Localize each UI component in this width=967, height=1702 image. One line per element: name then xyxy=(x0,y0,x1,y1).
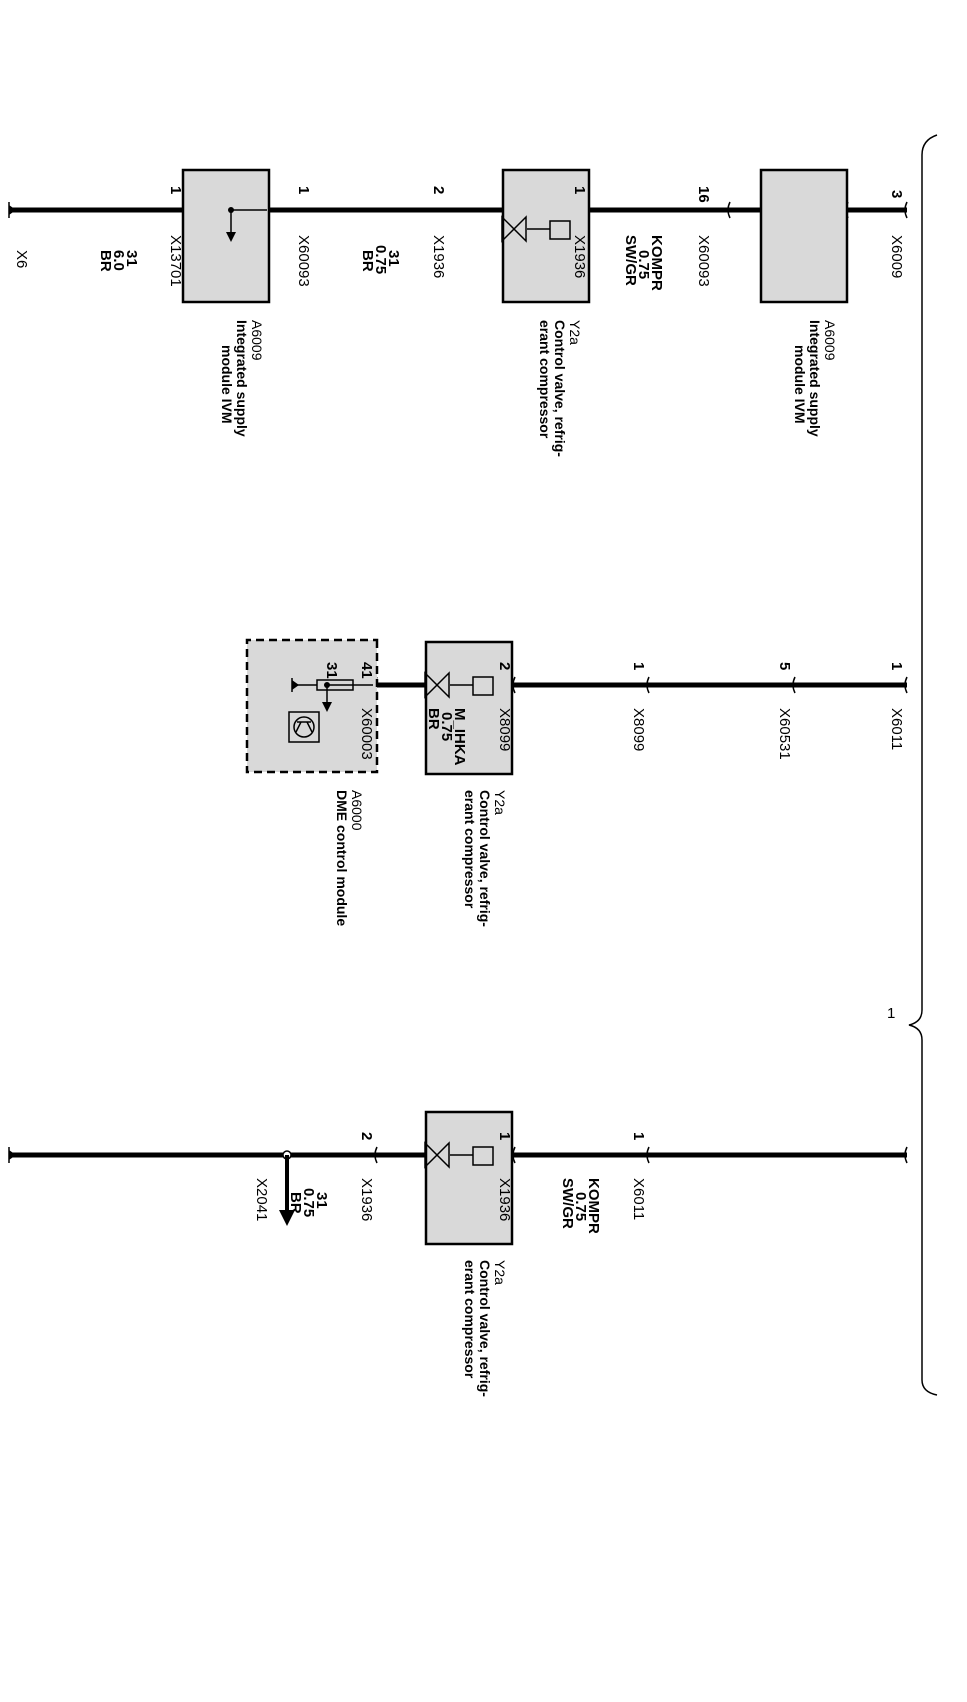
component-name: erant compressor xyxy=(462,1260,478,1379)
signal-label: 31 xyxy=(123,250,140,267)
connector-label: X1936 xyxy=(571,235,588,278)
component-id: Y2a xyxy=(492,790,508,815)
pin-label: 31 xyxy=(323,662,340,679)
component-name: module IVM xyxy=(219,345,235,424)
component-id: A6009 xyxy=(822,320,838,361)
splice-arrow xyxy=(279,1150,295,1226)
size-label: 0.75 xyxy=(572,1192,589,1221)
pin-label: 16 xyxy=(695,186,712,203)
component-name: Integrated supply xyxy=(234,320,250,437)
ground-mark xyxy=(8,202,16,218)
pin-label: 1 xyxy=(571,186,588,194)
component-name: Control valve, refrig- xyxy=(552,320,568,457)
component-name: Control valve, refrig- xyxy=(477,1260,493,1397)
pin-label: 3 xyxy=(888,190,905,198)
connector-label: X60093 xyxy=(695,235,712,287)
pin-label: 1 xyxy=(496,1132,513,1140)
transistor-icon xyxy=(288,711,320,743)
connector-label: X8099 xyxy=(496,708,513,751)
connector-mark xyxy=(904,201,908,219)
color-label: BR xyxy=(425,708,442,730)
group-brace: 1 xyxy=(887,134,938,1396)
color-label: BR xyxy=(359,250,376,272)
component-id: Y2a xyxy=(567,320,583,345)
size-label: 6.0 xyxy=(110,250,127,271)
component-id: A6000 xyxy=(349,790,365,831)
signal-label: KOMPR xyxy=(585,1178,602,1234)
pin-label: 2 xyxy=(430,186,447,194)
pin-label: 1 xyxy=(888,662,905,670)
connector-label: X6011 xyxy=(630,1178,647,1220)
column-1: 3 X6009 16 X60093 KOMPR 0.75 SW/GR 1 X19… xyxy=(8,168,908,457)
signal-label: 31 xyxy=(385,250,402,267)
connector-label: X1936 xyxy=(430,235,447,278)
signal-label: 31 xyxy=(313,1192,330,1209)
ivm-module-box-top xyxy=(759,168,849,304)
column-2: 1 X6011 5 X60531 1 X8099 2 X8099 M_IHKA … xyxy=(245,638,908,927)
size-label: 0.75 xyxy=(438,712,455,741)
column-3: 1 X6011 KOMPR 0.75 SW/GR 1 X1936 2 X1936… xyxy=(8,1110,908,1397)
connector-label: X13701 xyxy=(167,235,184,287)
pin-label: 2 xyxy=(496,662,513,670)
connector-label: X1936 xyxy=(358,1178,375,1221)
ground-mark xyxy=(8,1147,16,1163)
size-label: 0.75 xyxy=(372,245,389,274)
pin-label: 2 xyxy=(358,1132,375,1140)
component-name: DME control module xyxy=(334,790,350,926)
connector-label: X60093 xyxy=(295,235,312,287)
color-label: SW/GR xyxy=(559,1178,576,1229)
signal-label: KOMPR xyxy=(648,235,665,291)
color-label: BR xyxy=(287,1192,304,1214)
connector-label: X60531 xyxy=(776,708,793,760)
component-name: erant compressor xyxy=(462,790,478,909)
pin-label: 1 xyxy=(630,662,647,670)
connector-label: X2041 xyxy=(253,1178,270,1221)
brace-label: 1 xyxy=(887,1005,895,1022)
color-label: BR xyxy=(97,250,114,272)
component-id: A6009 xyxy=(249,320,265,361)
size-label: 0.75 xyxy=(635,250,652,279)
size-label: 0.75 xyxy=(300,1188,317,1217)
control-valve-box-2 xyxy=(424,640,514,776)
color-label: SW/GR xyxy=(622,235,639,286)
pin-label: 41 xyxy=(358,662,375,679)
connector-label: X60003 xyxy=(358,708,375,760)
dme-control-module-box xyxy=(245,638,379,774)
connector-label: X6009 xyxy=(888,235,905,278)
pin-label: 1 xyxy=(630,1132,647,1140)
pin-label: 1 xyxy=(295,186,312,194)
signal-label: M_IHKA xyxy=(451,708,468,766)
component-id: Y2a xyxy=(492,1260,508,1285)
control-valve-box-1 xyxy=(501,168,591,304)
ground-label: X6 xyxy=(13,250,30,268)
connector-label: X1936 xyxy=(496,1178,513,1221)
connector-label: X6011 xyxy=(888,708,905,750)
component-name: module IVM xyxy=(792,345,808,424)
connector-label: X8099 xyxy=(630,708,647,751)
component-name: Integrated supply xyxy=(807,320,823,437)
component-name: erant compressor xyxy=(537,320,553,439)
pin-label: 5 xyxy=(776,662,793,670)
pin-label: 1 xyxy=(167,186,184,194)
ivm-module-box-bottom xyxy=(181,168,271,304)
component-name: Control valve, refrig- xyxy=(477,790,493,927)
control-valve-box-3 xyxy=(424,1110,514,1246)
